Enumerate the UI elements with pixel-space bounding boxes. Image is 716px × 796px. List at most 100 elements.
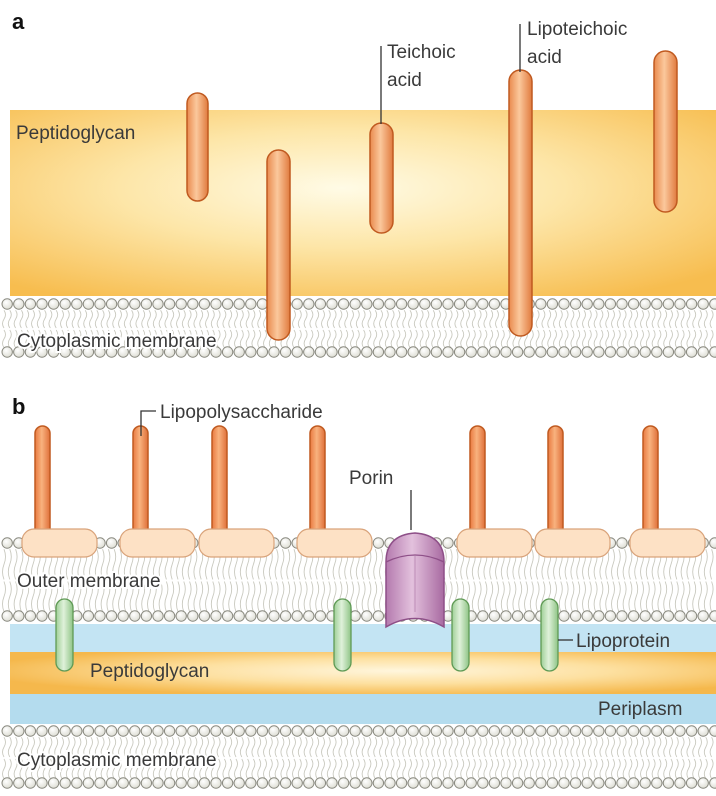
lipid-head bbox=[408, 778, 418, 788]
lipid-head bbox=[617, 778, 627, 788]
lipid-head bbox=[269, 726, 279, 736]
lipid-head bbox=[164, 778, 174, 788]
lipid-head bbox=[234, 778, 244, 788]
lipoprotein bbox=[541, 599, 558, 671]
lipid-head bbox=[350, 299, 360, 309]
lipid-head bbox=[431, 299, 441, 309]
lipid-head bbox=[106, 778, 116, 788]
lipid-head bbox=[640, 611, 650, 621]
lipid-head bbox=[362, 778, 372, 788]
lipid-head bbox=[710, 538, 716, 548]
lipid-head bbox=[408, 726, 418, 736]
lipid-head bbox=[640, 726, 650, 736]
lipid-head bbox=[628, 299, 638, 309]
lipid-head bbox=[211, 778, 221, 788]
lipid-head bbox=[199, 778, 209, 788]
lipid-head bbox=[83, 726, 93, 736]
lipid-head bbox=[559, 778, 569, 788]
lipid-head bbox=[222, 299, 232, 309]
lipid-head bbox=[257, 299, 267, 309]
lipid-head bbox=[373, 538, 383, 548]
lipid-head bbox=[478, 778, 488, 788]
lipid-head bbox=[2, 778, 12, 788]
lipid-head bbox=[698, 726, 708, 736]
lipid-head bbox=[269, 778, 279, 788]
lipid-head bbox=[617, 726, 627, 736]
lipid-head bbox=[280, 726, 290, 736]
lipid-head bbox=[582, 726, 592, 736]
lipid-head bbox=[2, 538, 12, 548]
lipid-head bbox=[257, 611, 267, 621]
lipid-head bbox=[628, 778, 638, 788]
lipid-head bbox=[605, 778, 615, 788]
lipid-head bbox=[628, 611, 638, 621]
lipid-head bbox=[141, 299, 151, 309]
teichoic-acid-label-line1: Teichoic bbox=[387, 42, 456, 63]
lipid-head bbox=[420, 726, 430, 736]
lipoprotein bbox=[56, 599, 73, 671]
lipid-head bbox=[559, 611, 569, 621]
lipid-head bbox=[582, 778, 592, 788]
lipid-head bbox=[582, 299, 592, 309]
lipid-head bbox=[83, 299, 93, 309]
lipid-head bbox=[48, 299, 58, 309]
lipid-head bbox=[327, 299, 337, 309]
lipid-head bbox=[501, 726, 511, 736]
lipid-head bbox=[617, 299, 627, 309]
lipid-head bbox=[594, 778, 604, 788]
lipid-head bbox=[570, 611, 580, 621]
lipid-head bbox=[280, 538, 290, 548]
lipoprotein bbox=[334, 599, 351, 671]
lipid-head bbox=[547, 299, 557, 309]
lipid-head bbox=[164, 726, 174, 736]
lipid-head bbox=[25, 299, 35, 309]
lipid-head bbox=[188, 726, 198, 736]
lipid-head bbox=[327, 726, 337, 736]
teichoic-acid-rod bbox=[370, 123, 393, 233]
lipid-head bbox=[478, 299, 488, 309]
lipid-head bbox=[2, 299, 12, 309]
lipid-head bbox=[675, 299, 685, 309]
peptidoglycan-label-a: Peptidoglycan bbox=[16, 123, 135, 144]
lipid-head bbox=[37, 778, 47, 788]
lipid-head bbox=[14, 726, 24, 736]
lipid-head bbox=[710, 611, 716, 621]
lipid-head bbox=[686, 299, 696, 309]
lipid-head bbox=[130, 611, 140, 621]
lipid-head bbox=[257, 778, 267, 788]
lipid-head bbox=[710, 778, 716, 788]
lipid-head bbox=[199, 299, 209, 309]
lipid-head bbox=[501, 778, 511, 788]
lipid-head bbox=[373, 611, 383, 621]
lipid-head bbox=[141, 778, 151, 788]
lipid-head bbox=[118, 726, 128, 736]
lipid-head bbox=[315, 611, 325, 621]
lipid-head bbox=[582, 611, 592, 621]
lipid-head bbox=[2, 611, 12, 621]
lipid-head bbox=[304, 726, 314, 736]
lipid-head bbox=[188, 299, 198, 309]
lipid-head bbox=[663, 299, 673, 309]
lipid-head bbox=[304, 299, 314, 309]
lipid-head bbox=[640, 299, 650, 309]
porin-label: Porin bbox=[349, 468, 393, 489]
lipid-head bbox=[640, 778, 650, 788]
lipid-head bbox=[257, 726, 267, 736]
lipid-head bbox=[454, 778, 464, 788]
lipid-head bbox=[570, 726, 580, 736]
lipid-head bbox=[95, 299, 105, 309]
lipid-head bbox=[95, 778, 105, 788]
lipid-head bbox=[652, 726, 662, 736]
lipid-head bbox=[60, 726, 70, 736]
lipid-head bbox=[222, 611, 232, 621]
lipid-head bbox=[420, 778, 430, 788]
lipid-head bbox=[536, 726, 546, 736]
lipid-head bbox=[188, 611, 198, 621]
lipid-head bbox=[25, 778, 35, 788]
lipid-head bbox=[617, 611, 627, 621]
lipid-head bbox=[362, 611, 372, 621]
lipid-head bbox=[130, 726, 140, 736]
lipid-head bbox=[466, 778, 476, 788]
lipid-head bbox=[362, 726, 372, 736]
lipid-head bbox=[153, 299, 163, 309]
